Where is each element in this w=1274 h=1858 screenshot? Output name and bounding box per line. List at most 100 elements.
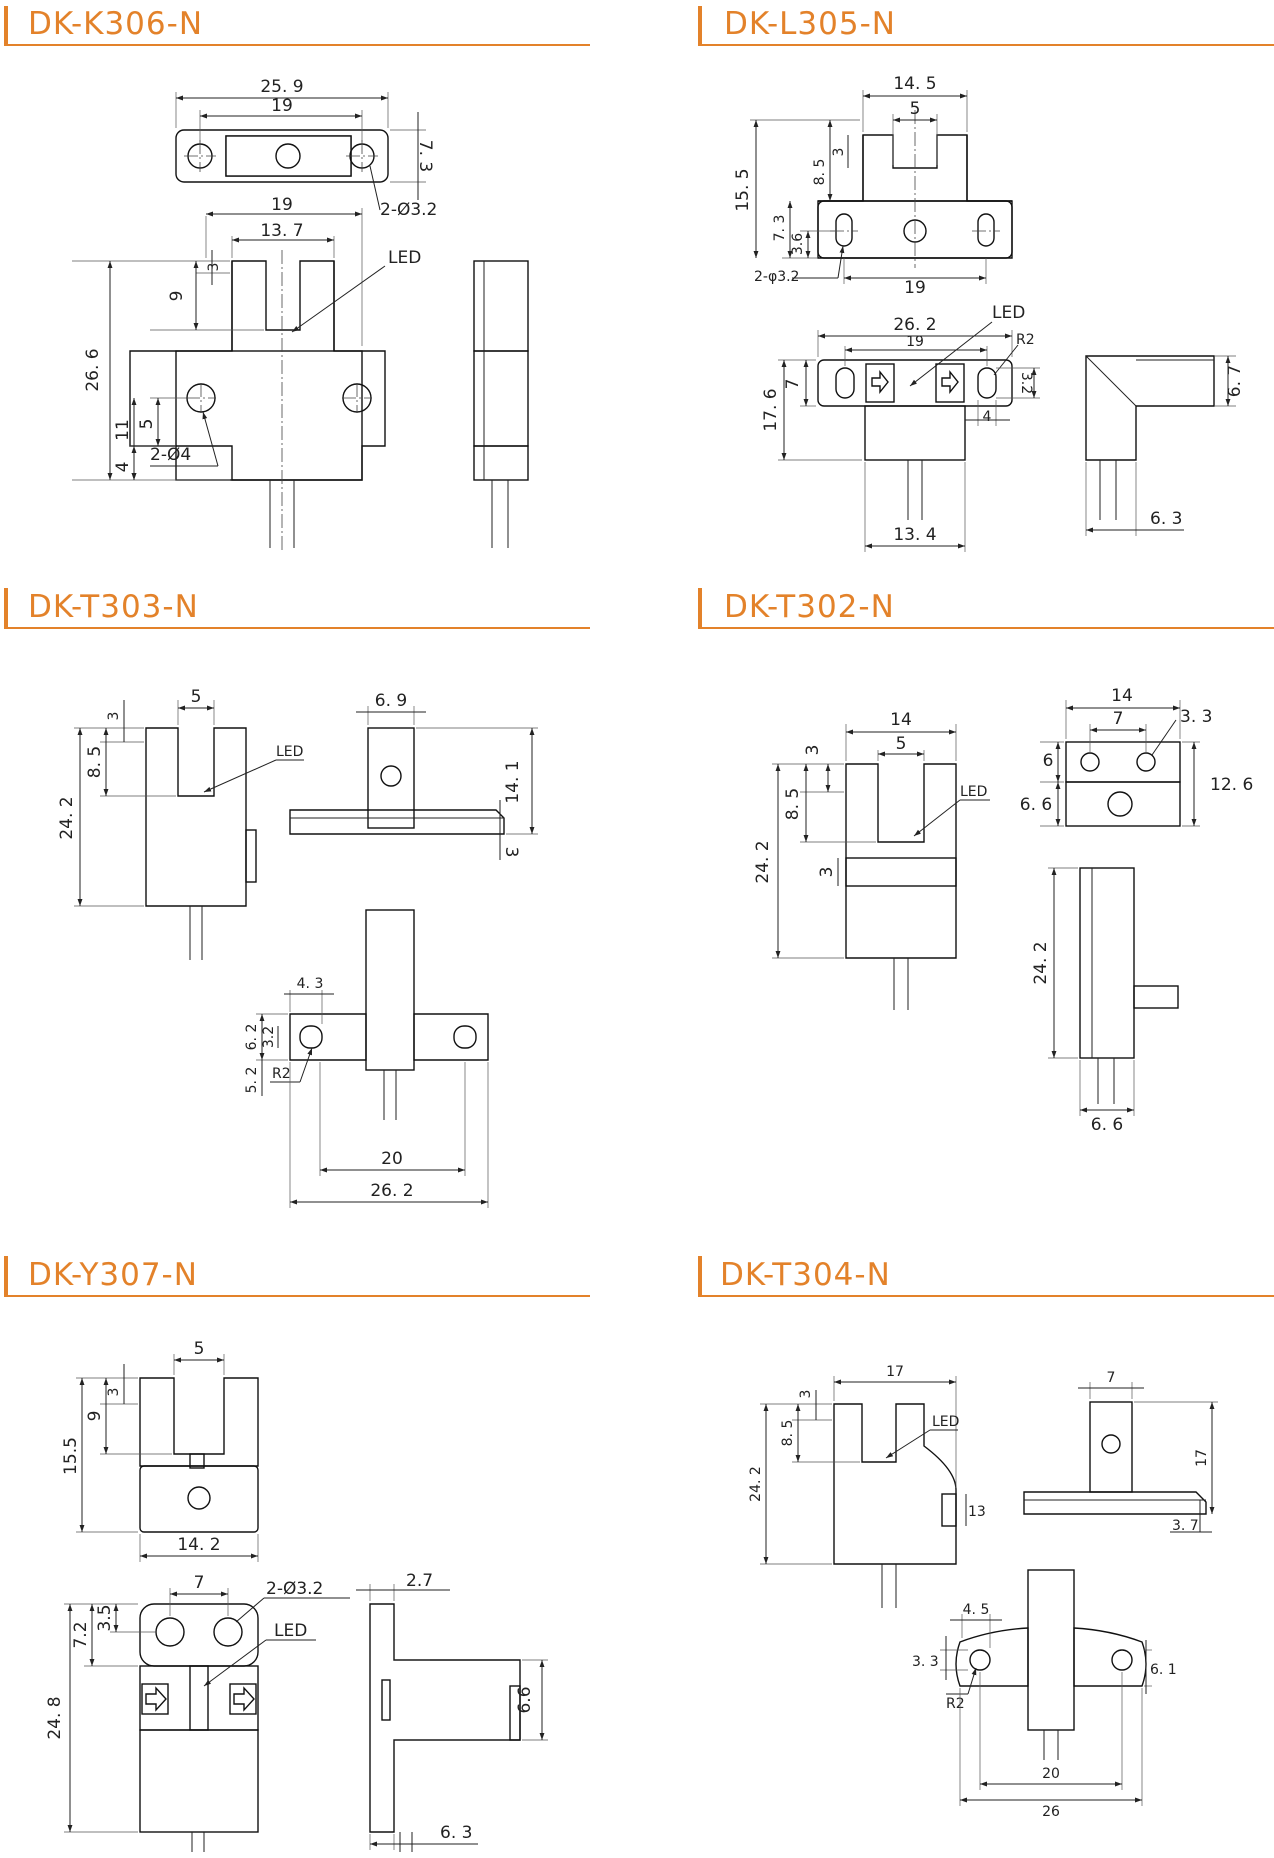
led-label: LED	[932, 1414, 959, 1430]
dim-label: 17	[1194, 1449, 1210, 1467]
section-header-dk-t304-n: DK-T304-N	[698, 1256, 1274, 1297]
dim-label: 20	[1042, 1766, 1060, 1782]
dim-label: 6. 6	[1091, 1115, 1123, 1135]
section-header-dk-t302-n: DK-T302-N	[698, 588, 1274, 629]
drawing-dk-t304-n: 17 LED 3 8. 5 24. 2 13 7 17 3. 7	[748, 1364, 1218, 1820]
dim-label: 17. 6	[761, 388, 781, 431]
dim-label: 7. 3	[772, 215, 788, 242]
dim-label: 15.5	[61, 1437, 81, 1475]
dim-label: 13	[968, 1504, 986, 1520]
dim-label: 2-Ø3.2	[380, 200, 437, 220]
dim-label: 7	[1107, 1370, 1116, 1386]
section-header-dk-t303-n: DK-T303-N	[4, 588, 590, 629]
dim-label: 2-Ø3.2	[266, 1579, 323, 1599]
dim-label: 8. 5	[780, 1420, 796, 1447]
dim-label: 24. 2	[57, 796, 77, 839]
dim-label: 3	[803, 745, 823, 756]
section-title: DK-T303-N	[28, 589, 199, 625]
dim-label: 14. 2	[177, 1535, 220, 1555]
dim-label: 26. 2	[893, 315, 936, 335]
dim-label: 2-Ø4	[150, 445, 191, 465]
dim-label: 15. 5	[733, 168, 753, 211]
dim-label: 3	[106, 712, 122, 721]
dim-label: 6. 6	[1020, 795, 1052, 815]
dim-label: 7.2	[71, 1621, 91, 1648]
dim-label: 3.5	[95, 1604, 115, 1631]
dim-label: 19	[906, 334, 924, 350]
dim-label: 14. 1	[503, 760, 523, 803]
dim-label: 26	[1042, 1804, 1060, 1820]
led-label: LED	[276, 744, 303, 760]
dim-label: 7	[783, 379, 803, 390]
dim-label: 3	[501, 847, 521, 858]
section-header-dk-y307-n: DK-Y307-N	[4, 1256, 590, 1297]
dim-label: 4	[113, 462, 133, 473]
dim-label: 6. 3	[440, 1823, 472, 1843]
dim-label: 5	[194, 1339, 205, 1359]
dim-label: 6. 9	[375, 691, 407, 711]
dim-label: 24. 2	[748, 1466, 764, 1502]
dim-label: 9	[85, 1411, 105, 1422]
dim-label: 6. 3	[1150, 509, 1182, 529]
dim-label: 14	[1111, 686, 1133, 706]
dim-label: R2	[946, 1696, 965, 1712]
drawing-dk-t303-n: 5 LED 3 8. 5 24. 2 6. 9 14. 1 3	[57, 687, 538, 1208]
dim-label: 14. 5	[893, 74, 936, 94]
section-title: DK-K306-N	[28, 6, 203, 42]
dim-label: 20	[381, 1149, 403, 1169]
section-header-dk-k306-n: DK-K306-N	[4, 6, 590, 46]
dim-label: 9	[167, 291, 187, 302]
dim-label: R2	[1016, 332, 1035, 348]
dim-label: 12. 6	[1210, 775, 1253, 795]
dim-label: 3.2	[261, 1026, 277, 1048]
led-label: LED	[388, 248, 421, 268]
dim-label: 3	[106, 1388, 122, 1397]
dim-label: 26. 6	[83, 348, 103, 391]
led-label: LED	[992, 303, 1025, 323]
dim-label: 11	[113, 419, 133, 441]
dim-label: 4. 5	[963, 1602, 990, 1618]
section-title: DK-Y307-N	[28, 1257, 198, 1293]
dim-label: 26. 2	[370, 1181, 413, 1201]
dim-label: 6. 1	[1150, 1662, 1177, 1678]
dim-label: 6.6	[515, 1686, 535, 1713]
dim-label: 5. 2	[244, 1067, 260, 1094]
dim-label: 3	[798, 1390, 814, 1399]
dim-label: 8. 5	[85, 746, 105, 778]
dim-label: 25. 9	[260, 77, 303, 97]
drawing-dk-k306-n: 25. 9 19 7. 3 2-Ø3.2 19 13. 7 LED 3 9 26…	[72, 77, 529, 550]
dim-label: R2	[272, 1066, 291, 1082]
dim-label: 24. 2	[1031, 941, 1051, 984]
dim-label: 19	[271, 96, 293, 116]
dim-label: 5	[910, 99, 921, 119]
dim-label: 13. 4	[893, 525, 936, 545]
dim-label: 19	[904, 278, 926, 298]
dim-label: 8. 5	[812, 159, 828, 186]
drawing-dk-t302-n: 14 5 LED 3 8. 5 24. 2 3 14 7 3. 3	[753, 686, 1253, 1135]
dim-label: 7. 3	[415, 140, 435, 172]
section-title: DK-L305-N	[724, 6, 896, 42]
dim-label: 5	[137, 419, 157, 430]
dim-label: 17	[886, 1364, 904, 1380]
drawing-dk-l305-n: 14. 5 5 15. 5 8. 5 3 7. 3 3.6 2-φ3.2 19	[733, 74, 1245, 552]
dim-label: 6	[1043, 751, 1054, 771]
dim-label: 19	[271, 195, 293, 215]
dim-label: 3	[817, 867, 837, 878]
dim-label: 3.2	[1018, 372, 1034, 394]
dim-label: 8. 5	[783, 788, 803, 820]
dim-label: 4	[983, 409, 992, 425]
dim-label: 4. 3	[297, 976, 324, 992]
dim-label: 13. 7	[260, 221, 303, 241]
drawing-dk-y307-n: 5 3 9 15.5 14. 2 7 2-Ø3.2 LED	[45, 1339, 548, 1852]
dim-label: 6. 7	[1225, 365, 1245, 397]
led-label: LED	[274, 1621, 307, 1641]
dim-label: 5	[896, 734, 907, 754]
dim-label: 24. 2	[753, 840, 773, 883]
led-label: LED	[960, 784, 987, 800]
section-header-dk-l305-n: DK-L305-N	[698, 6, 1274, 46]
dim-label: 14	[890, 710, 912, 730]
dim-label: 7	[194, 1573, 205, 1593]
dim-label: 3.6	[790, 233, 806, 255]
dim-label: 5	[191, 687, 202, 707]
